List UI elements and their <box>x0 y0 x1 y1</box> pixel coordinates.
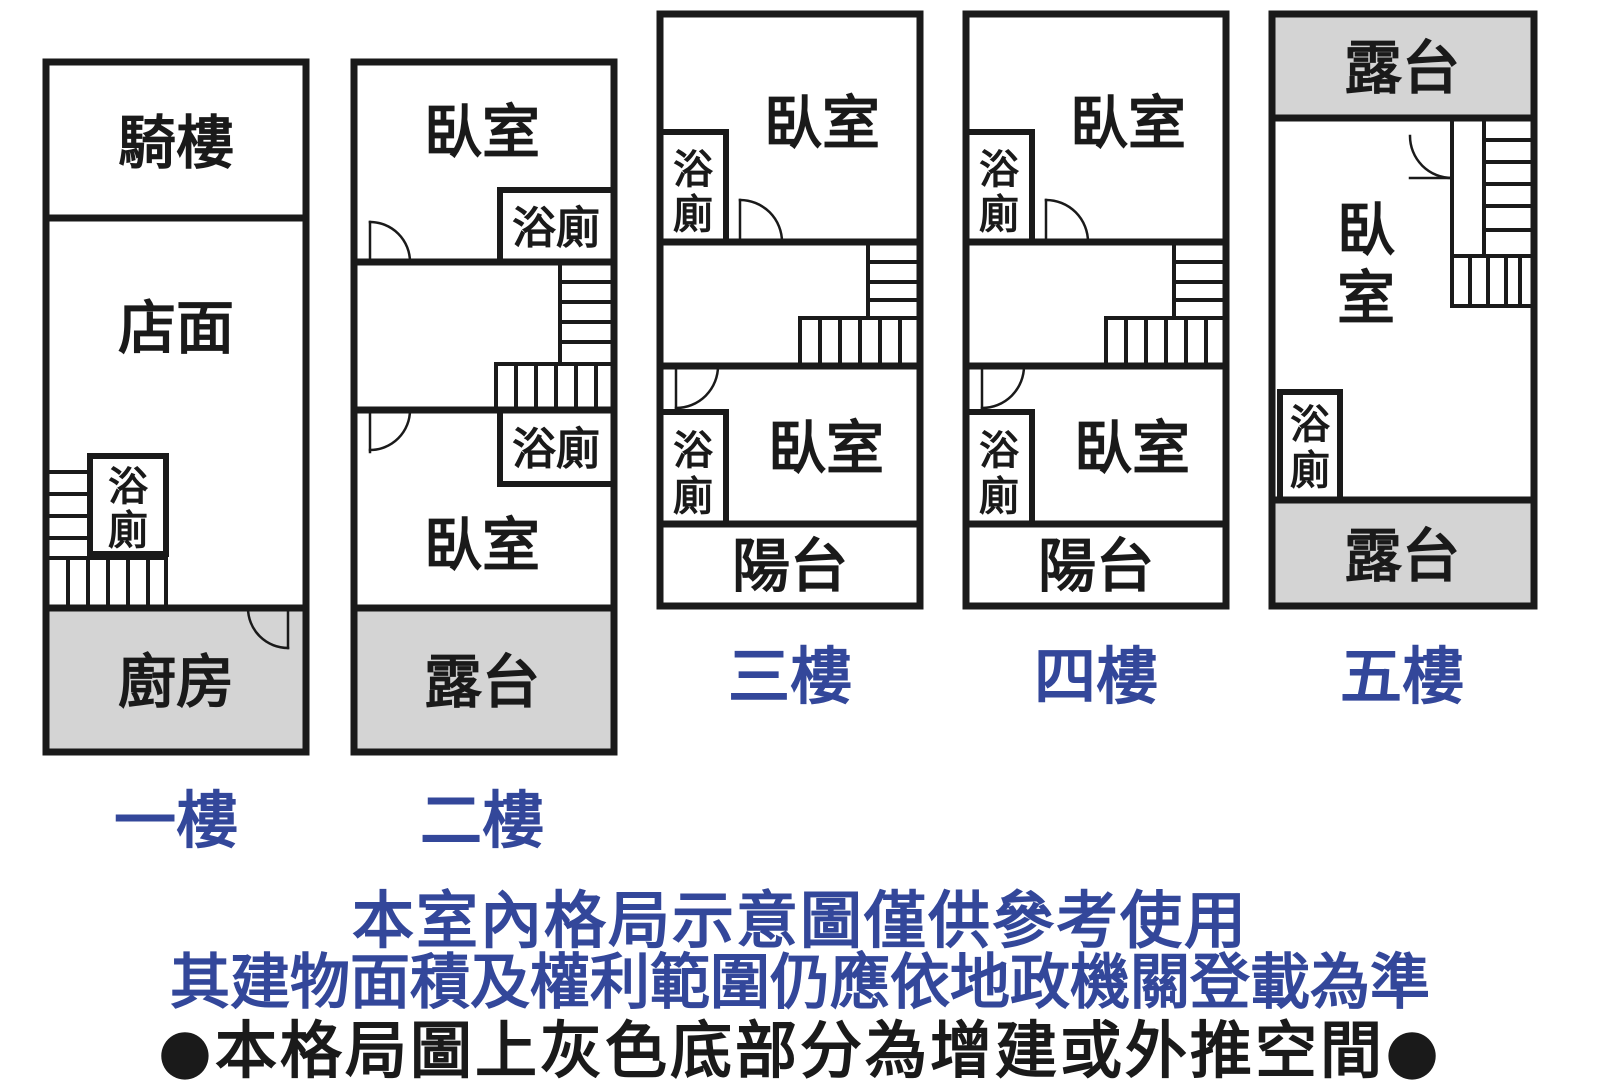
floor-2-title: 二樓 <box>420 784 544 857</box>
floor-1-bathroom-label-2: 廁 <box>108 508 148 554</box>
floor-5-outline <box>1268 10 1538 610</box>
floor-5-door <box>1408 134 1454 180</box>
floor-1-plan <box>42 58 310 756</box>
disclaimer-line-2: 其建物面積及權利範圍仍應依地政機關登載為準 <box>170 948 1430 1018</box>
floor-3-door-bottom <box>674 364 720 410</box>
floor-2-door-bottom <box>368 408 412 454</box>
floor-3-bathroom-top <box>657 129 729 245</box>
floor-5-stairs <box>1450 116 1536 308</box>
floor-1-door <box>246 606 290 650</box>
floor-1-outline <box>42 58 310 756</box>
floor-3-bathroom-top-label-1: 浴 <box>673 147 714 193</box>
floor-2-terrace-label: 露台 <box>424 648 540 716</box>
floor-3-bathroom-bottom-label-1: 浴 <box>673 428 714 474</box>
floor-1-arcade-label: 騎樓 <box>118 109 234 177</box>
floor-4-door-bottom <box>980 364 1026 410</box>
floor-plan-diagram: 騎樓 店面 浴 廁 廚房 臥室 浴廁 浴廁 臥室 露台 臥室 浴 廁 浴 廁 臥… <box>42 10 1538 857</box>
floor-3-bathroom-top-label-2: 廁 <box>673 192 713 238</box>
floor-3-bedroom-top-label: 臥室 <box>764 89 880 157</box>
floor-4-stairs <box>1104 240 1228 368</box>
floor-5-terrace-bottom-extension <box>1272 500 1534 606</box>
floor-3-bathroom-bottom-label-2: 廁 <box>673 474 713 520</box>
floor-1-title: 一樓 <box>114 784 238 857</box>
floor-4-balcony-label: 陽台 <box>1038 532 1154 600</box>
floor-5-bedroom-label-2: 室 <box>1337 264 1395 332</box>
floor-4-door-top <box>1044 198 1090 244</box>
floor-3-bedroom-bottom-label: 臥室 <box>768 414 884 482</box>
floor-4-plan <box>962 10 1230 610</box>
disclaimer-line-1: 本室內格局示意圖僅供參考使用 <box>351 884 1248 957</box>
floor-2-plan <box>350 58 618 756</box>
floor-4-bathroom-top-label-1: 浴 <box>979 147 1020 193</box>
floor-4-outline <box>962 10 1230 610</box>
floor-3-balcony-label: 陽台 <box>732 532 848 600</box>
floor-2-bedroom-top-label: 臥室 <box>424 98 540 166</box>
floor-2-bedroom-bottom-label: 臥室 <box>424 511 540 579</box>
floor-4-bathroom-bottom-label-2: 廁 <box>979 474 1019 520</box>
floor-2-bathroom-top <box>497 187 617 265</box>
floor-5-bathroom-label-2: 廁 <box>1290 448 1330 494</box>
floor-3-plan <box>656 10 924 610</box>
floor-5-terrace-top-extension <box>1272 14 1534 118</box>
floor-1-kitchen-extension <box>46 608 306 752</box>
floor-1-store-label: 店面 <box>118 294 234 362</box>
floor-3-outline <box>656 10 924 610</box>
floor-5-terrace-top-label: 露台 <box>1344 34 1460 102</box>
floor-5-title: 五樓 <box>1340 640 1464 713</box>
floor-4-bedroom-top-label: 臥室 <box>1070 89 1186 157</box>
floor-3-stairs <box>798 240 922 368</box>
floor-2-terrace-extension <box>354 608 614 752</box>
floor-2-door-top <box>368 220 412 264</box>
floor-5-bathroom <box>1277 389 1343 503</box>
floor-4-bathroom-top <box>963 129 1035 245</box>
disclaimer-line-3: ●本格局圖上灰色底部分為增建或外推空間● <box>157 1014 1443 1087</box>
floor-5-bedroom-label-1: 臥 <box>1337 196 1395 264</box>
floor-1-stairs <box>44 470 168 610</box>
floor-1-kitchen-label: 廚房 <box>118 648 234 716</box>
floor-3-title: 三樓 <box>728 640 852 713</box>
floor-4-bedroom-bottom-label: 臥室 <box>1074 414 1190 482</box>
floor-5-bathroom-label-1: 浴 <box>1290 402 1331 448</box>
floor-4-bathroom-top-label-2: 廁 <box>979 192 1019 238</box>
floor-3-door-top <box>738 198 784 244</box>
floor-5-plan <box>1268 10 1538 610</box>
floor-4-title: 四樓 <box>1034 640 1158 713</box>
floor-1-bathroom <box>87 453 169 557</box>
floor-2-bathroom-top-label: 浴廁 <box>512 203 600 254</box>
floor-2-stairs <box>494 260 616 412</box>
floor-2-bathroom-bottom-label: 浴廁 <box>512 424 600 475</box>
floor-4-bathroom-bottom <box>963 409 1035 527</box>
floor-4-bathroom-bottom-label-1: 浴 <box>979 428 1020 474</box>
floor-5-terrace-bottom-label: 露台 <box>1344 522 1460 590</box>
floor-1-bathroom-label-1: 浴 <box>108 464 149 510</box>
floor-3-bathroom-bottom <box>657 409 729 527</box>
